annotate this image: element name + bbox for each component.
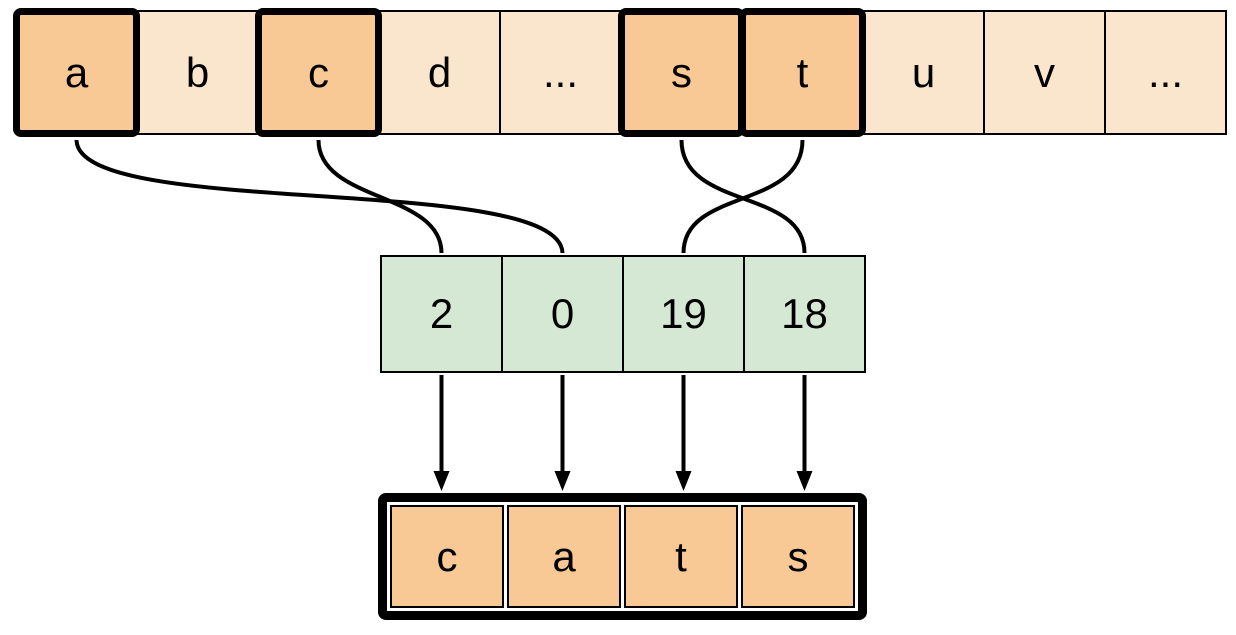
alphabet-cell-ellipsis-2: ... [1104, 10, 1227, 135]
connector-c-to-index-1 [316, 139, 444, 254]
arrow-head-index-1 [433, 471, 450, 491]
output-cell-a: a [507, 505, 621, 608]
output-cell-c: c [390, 505, 504, 608]
alphabet-cell-a: a [13, 8, 140, 137]
index-cell-2: 0 [501, 255, 624, 373]
index-cell-1: 2 [380, 255, 503, 373]
alphabet-cell-d: d [378, 10, 501, 135]
alphabet-array: a b c d ... s t u v ... [13, 8, 1227, 137]
connector-a-to-index-2 [74, 139, 565, 254]
alphabet-cell-t: t [739, 8, 866, 137]
alphabet-cell-s: s [618, 8, 745, 137]
arrow-head-index-3 [675, 471, 692, 491]
connector-s-to-index-4 [679, 139, 807, 254]
alphabet-cell-ellipsis-1: ... [499, 10, 622, 135]
alphabet-cell-b: b [136, 10, 259, 135]
connector-t-to-index-3 [681, 139, 805, 254]
alphabet-cell-v: v [983, 10, 1106, 135]
output-word-array: c a t s [378, 493, 867, 620]
index-array: 2 0 19 18 [380, 255, 866, 373]
index-cell-4: 18 [743, 255, 866, 373]
output-cell-t: t [624, 505, 738, 608]
alphabet-cell-u: u [862, 10, 985, 135]
alphabet-cell-c: c [255, 8, 382, 137]
arrow-head-index-2 [554, 471, 571, 491]
output-cell-s: s [741, 505, 855, 608]
index-cell-3: 19 [622, 255, 745, 373]
arrow-head-index-4 [796, 471, 813, 491]
